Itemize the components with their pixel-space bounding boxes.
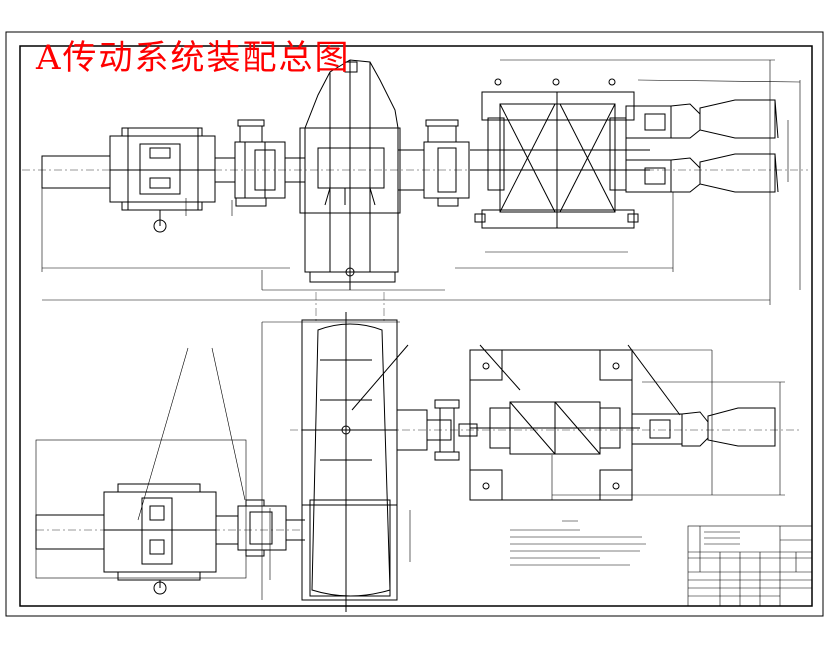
technical-notes <box>510 520 646 566</box>
bottom-motor <box>35 439 247 595</box>
drawing-title: A传动系统装配总图 <box>36 38 351 78</box>
top-motor <box>41 127 216 233</box>
top-view <box>41 59 801 305</box>
bottom-dimensions <box>137 347 785 580</box>
top-coupling-2 <box>397 119 470 207</box>
top-dimensions <box>41 59 801 305</box>
title-block <box>687 525 813 607</box>
bottom-coupling <box>215 499 305 557</box>
top-roll-stand <box>470 78 650 229</box>
bottom-roll-stand <box>469 344 681 501</box>
top-gearbox <box>299 59 401 290</box>
top-spindles <box>625 99 779 193</box>
bottom-gearbox <box>261 312 409 612</box>
sheet-border <box>5 31 824 617</box>
top-coupling-1 <box>214 119 306 207</box>
bottom-spindle <box>631 407 776 447</box>
bottom-view <box>35 312 785 612</box>
centerlines <box>22 169 808 531</box>
